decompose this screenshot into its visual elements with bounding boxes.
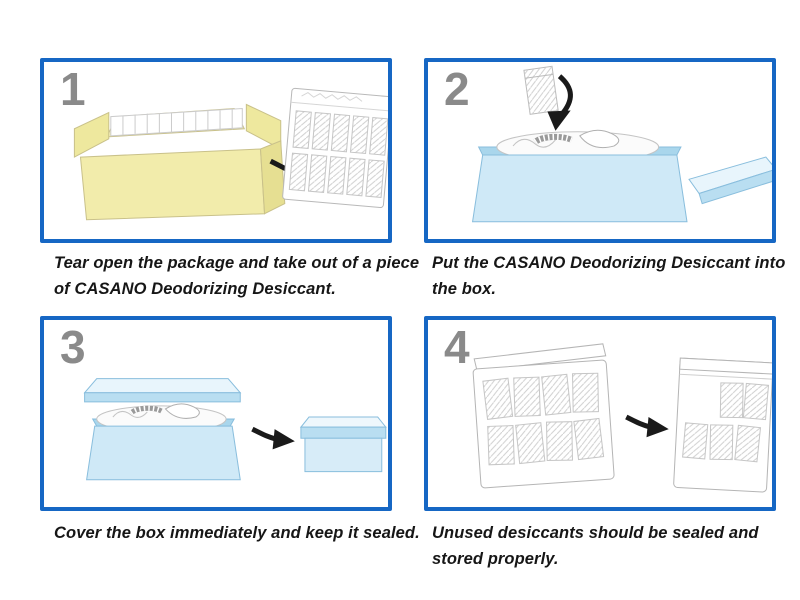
- step-1-caption: Tear open the package and take out of a …: [54, 254, 420, 299]
- sealed-storage-bag: [673, 357, 772, 493]
- shoe-box-open: [86, 403, 241, 481]
- step-number: 1: [60, 63, 86, 115]
- step-2-caption: Put the CASANO Deodorizing Desiccant int…: [432, 254, 786, 299]
- arrow-icon: [625, 414, 669, 438]
- step-1-panel: 1: [40, 58, 392, 243]
- arrow-icon: [251, 426, 295, 450]
- box-lid-floating: [83, 378, 242, 403]
- arrow-down-icon: [547, 74, 573, 131]
- step-3-panel: 3: [40, 316, 392, 511]
- open-storage-bag: [472, 343, 615, 489]
- step-3-illustration: [83, 378, 387, 481]
- step-number: 4: [444, 321, 470, 373]
- step-4-illustration: [472, 343, 772, 493]
- step-2-illustration: [471, 65, 772, 223]
- step-2-panel: 2: [424, 58, 776, 243]
- desiccant-packet: [523, 65, 559, 115]
- desiccant-package: [282, 87, 388, 209]
- step-1-illustration: [73, 87, 388, 221]
- shoe-box-closed: [299, 416, 387, 473]
- step-number: 2: [444, 63, 470, 115]
- box-lid-tilted: [688, 156, 772, 205]
- shoe-box-open: [471, 129, 688, 223]
- step-3-caption: Cover the box immediately and keep it se…: [54, 524, 420, 542]
- step-4-panel: 4: [424, 316, 776, 511]
- step-number: 3: [60, 321, 86, 373]
- cardboard-box: [73, 103, 286, 221]
- step-4-caption: Unused desiccants should be sealed and s…: [432, 524, 759, 569]
